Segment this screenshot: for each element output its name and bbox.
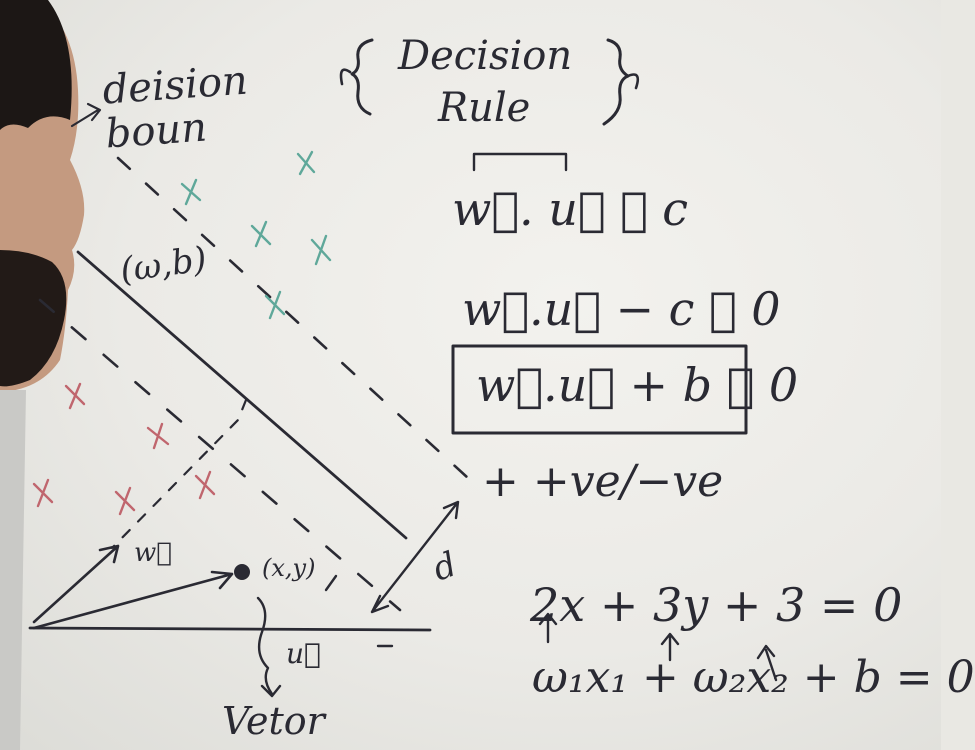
diagram-strokes [28, 38, 778, 698]
class-markers [32, 150, 332, 516]
bracket-over-wu [472, 152, 568, 172]
point-tick [324, 574, 338, 592]
decision-boundary-note: deision boun [101, 57, 250, 158]
u-vector-arrow [32, 570, 234, 630]
positive-class-crosses [180, 150, 332, 320]
equation-3-boxed: w⃗.u⃗ + b ⩾ 0 [476, 358, 799, 412]
equation-2: w⃗.u⃗ − c ⩾ 0 [462, 282, 781, 336]
decision-boundary [76, 250, 408, 540]
margin-lower [38, 298, 402, 612]
w-vector-label: w⃗ [134, 538, 172, 568]
equation-1: w⃗. u⃗ ⩾ c [452, 182, 689, 236]
heading-squiggle-right [626, 73, 640, 90]
note-arrow [70, 102, 102, 128]
projection-guide [110, 398, 248, 550]
distance-arrow [370, 500, 460, 614]
rule-heading-line2: Rule [438, 85, 531, 131]
x-axis [28, 626, 432, 632]
beard [0, 250, 67, 387]
presenter-figure [0, 0, 85, 750]
general-equation: ω₁x₁ + ω₂x₂ + b = 0 [532, 652, 975, 703]
line-equation: 2x + 3y + 3 = 0 [530, 578, 903, 632]
margin-upper [116, 156, 470, 480]
vector-brace [256, 596, 282, 698]
heading-brace-left [350, 38, 374, 116]
vector-note: Vetor [222, 699, 325, 743]
heading-squiggle-left [339, 68, 352, 86]
result-box [451, 344, 748, 435]
negative-class-crosses [32, 382, 216, 516]
point-label: (x,y) [262, 554, 316, 582]
coef-arrow-3 [660, 632, 680, 662]
w-vector-arrow [32, 544, 120, 624]
sign-note: + +ve/−ve [482, 456, 724, 507]
hair [0, 0, 72, 130]
data-point [234, 564, 250, 580]
coef-arrow-2 [538, 612, 558, 644]
u-vector-label: u⃗ [286, 637, 321, 670]
rule-heading-line1: Decision [398, 33, 573, 79]
coef-arrow-b [756, 644, 778, 682]
